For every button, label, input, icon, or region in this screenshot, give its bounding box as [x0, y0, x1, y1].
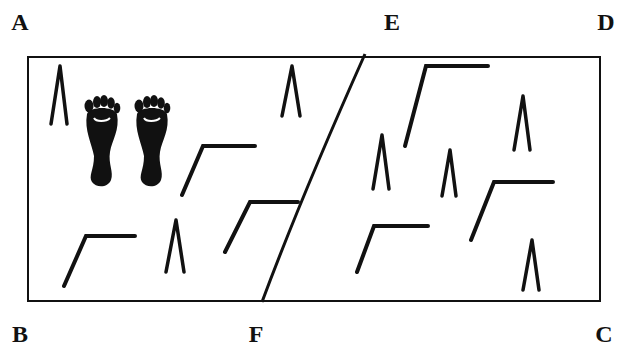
point-label: D [597, 10, 614, 34]
gamma-mark [405, 66, 488, 146]
lambda-mark [373, 135, 389, 189]
gamma-mark [357, 226, 428, 272]
floor-outline [28, 57, 600, 301]
lambda-mark [523, 240, 539, 290]
lambda-mark [166, 220, 184, 272]
lambda-mark [282, 66, 300, 116]
gamma-mark [225, 202, 298, 252]
lambda-mark [51, 66, 67, 124]
point-label: F [249, 322, 264, 346]
footprint [85, 95, 121, 186]
footprint [135, 95, 171, 186]
point-label: C [595, 322, 612, 346]
point-label: E [384, 10, 400, 34]
gamma-mark [471, 182, 553, 240]
gamma-mark [182, 146, 255, 195]
lambda-mark [514, 96, 530, 150]
tool-marks [51, 66, 553, 290]
point-label: A [11, 10, 28, 34]
lambda-mark [442, 150, 456, 196]
gamma-mark [64, 236, 135, 286]
footprints [85, 95, 171, 186]
point-label: B [12, 322, 28, 346]
dividing-line [262, 54, 365, 302]
